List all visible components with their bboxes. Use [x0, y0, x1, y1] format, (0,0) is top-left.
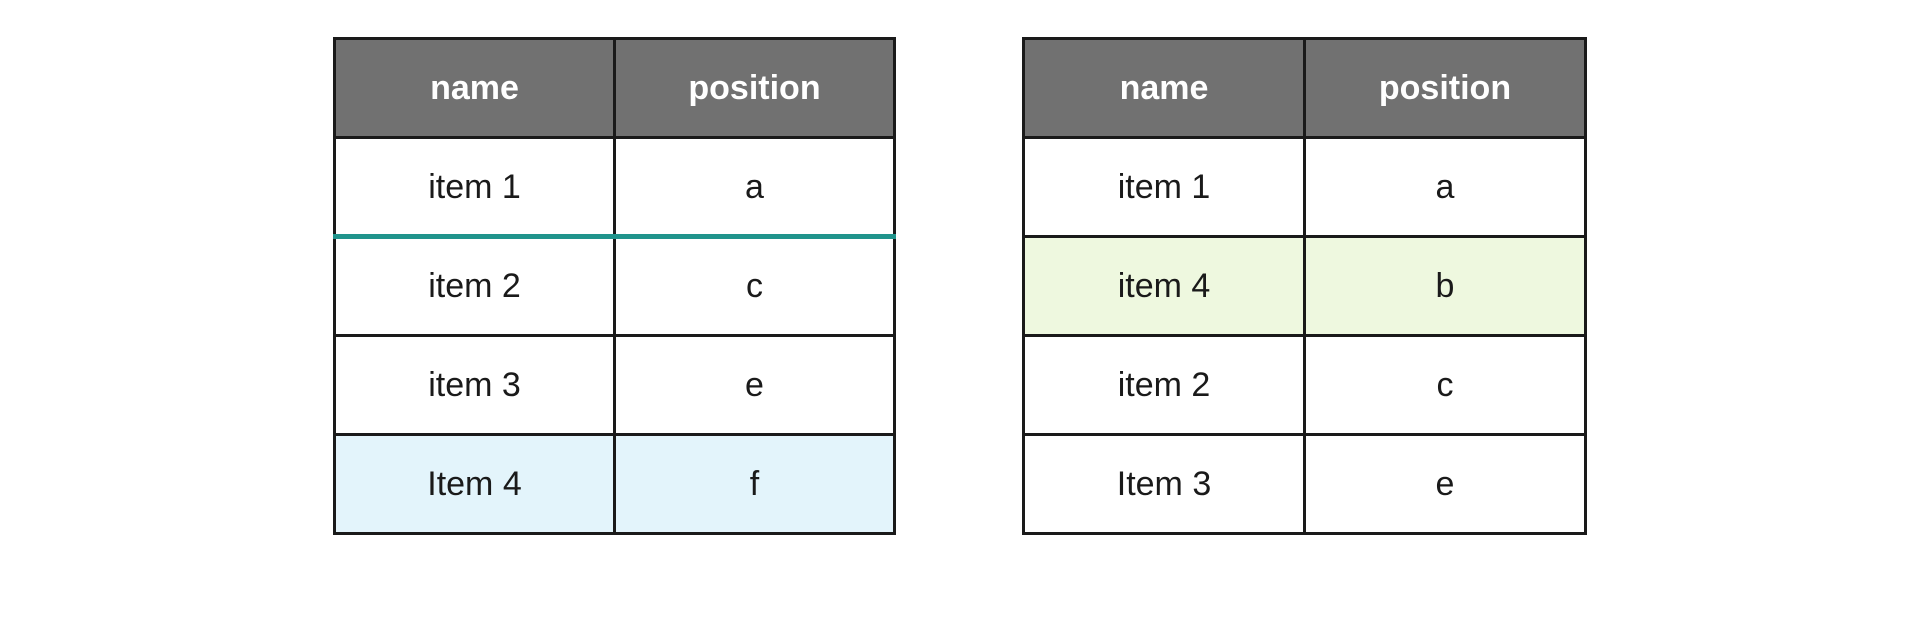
header-row: name position: [333, 37, 896, 139]
cell-position[interactable]: e: [1303, 433, 1587, 535]
table-row[interactable]: Item 3 e: [1022, 433, 1587, 535]
table-row-highlighted-green[interactable]: item 4 b: [1022, 235, 1587, 337]
table-row[interactable]: item 2 c: [1022, 334, 1587, 436]
table-row[interactable]: item 1 a: [333, 136, 896, 238]
left-table: name position item 1 a item 2 c item 3 e…: [333, 37, 896, 535]
cell-position[interactable]: f: [613, 433, 896, 535]
table-row[interactable]: item 3 e: [333, 334, 896, 436]
column-header-position: position: [1303, 37, 1587, 139]
cell-name[interactable]: Item 3: [1022, 433, 1306, 535]
column-header-position: position: [613, 37, 896, 139]
cell-name[interactable]: item 1: [333, 136, 616, 238]
column-header-name: name: [1022, 37, 1306, 139]
table-row-highlighted-blue[interactable]: Item 4 f: [333, 433, 896, 535]
right-table-container: name position item 1 a item 4 b item 2 c…: [1022, 37, 1587, 535]
column-header-name: name: [333, 37, 616, 139]
cell-position[interactable]: e: [613, 334, 896, 436]
cell-name[interactable]: item 2: [1022, 334, 1306, 436]
cell-name[interactable]: item 3: [333, 334, 616, 436]
cell-name[interactable]: item 4: [1022, 235, 1306, 337]
cell-position[interactable]: a: [613, 136, 896, 238]
cell-name[interactable]: item 1: [1022, 136, 1306, 238]
table-row[interactable]: item 2 c: [333, 235, 896, 337]
right-table: name position item 1 a item 4 b item 2 c…: [1022, 37, 1587, 535]
cell-name[interactable]: Item 4: [333, 433, 616, 535]
header-row: name position: [1022, 37, 1587, 139]
cell-position[interactable]: a: [1303, 136, 1587, 238]
cell-position[interactable]: c: [613, 235, 896, 337]
cell-position[interactable]: c: [1303, 334, 1587, 436]
left-table-container: name position item 1 a item 2 c item 3 e…: [333, 37, 896, 535]
table-row[interactable]: item 1 a: [1022, 136, 1587, 238]
cell-position[interactable]: b: [1303, 235, 1587, 337]
cell-name[interactable]: item 2: [333, 235, 616, 337]
